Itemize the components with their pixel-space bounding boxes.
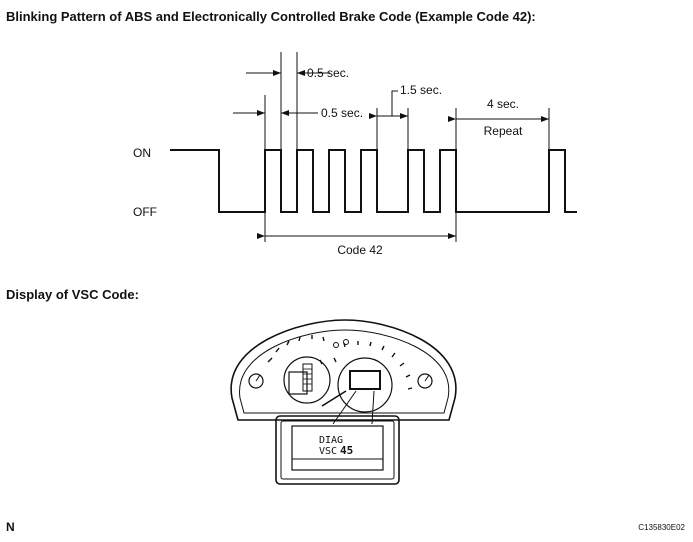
callout-frame-outer bbox=[275, 415, 400, 485]
pulse-width-label: 0.5 sec. bbox=[307, 66, 349, 80]
code-label: Code 42 bbox=[337, 243, 383, 257]
blink-waveform bbox=[170, 149, 577, 213]
vsc-display-heading: Display of VSC Code: bbox=[6, 287, 139, 302]
speedometer-gauge bbox=[283, 356, 331, 404]
repeat-gap-label: 4 sec. bbox=[487, 97, 519, 111]
display-line2: VSC bbox=[319, 446, 337, 457]
dimension-extension-lines bbox=[264, 52, 550, 242]
cluster-housing bbox=[230, 319, 457, 421]
off-label: OFF bbox=[133, 205, 157, 219]
on-label: ON bbox=[133, 146, 151, 160]
right-small-gauge bbox=[417, 373, 433, 389]
gauge-tick-marks bbox=[267, 335, 413, 390]
multi-info-display bbox=[349, 370, 381, 390]
digit-gap-label: 1.5 sec. bbox=[400, 83, 442, 97]
blink-pattern-heading: Blinking Pattern of ABS and Electronical… bbox=[6, 9, 536, 24]
instrument-cluster bbox=[230, 319, 457, 425]
cluster-inner-bezel bbox=[239, 329, 450, 414]
display-code: 45 bbox=[340, 444, 353, 457]
odometer-window bbox=[288, 371, 308, 395]
tachometer-gauge bbox=[337, 357, 393, 413]
timing-diagram: ON OFF 0.5 sec. 0.5 sec. bbox=[133, 52, 577, 257]
callout-frame-inner bbox=[280, 420, 395, 480]
pulse-gap-label: 0.5 sec. bbox=[321, 106, 363, 120]
left-small-gauge bbox=[248, 373, 264, 389]
digit-gap-dimension bbox=[369, 90, 408, 119]
display-line1: DIAG bbox=[319, 435, 343, 446]
display-callout bbox=[275, 415, 400, 485]
repeat-label: Repeat bbox=[484, 124, 523, 138]
figure-id: C135830E02 bbox=[638, 523, 685, 532]
corner-letter: N bbox=[6, 520, 15, 534]
callout-lcd-panel bbox=[291, 425, 384, 471]
